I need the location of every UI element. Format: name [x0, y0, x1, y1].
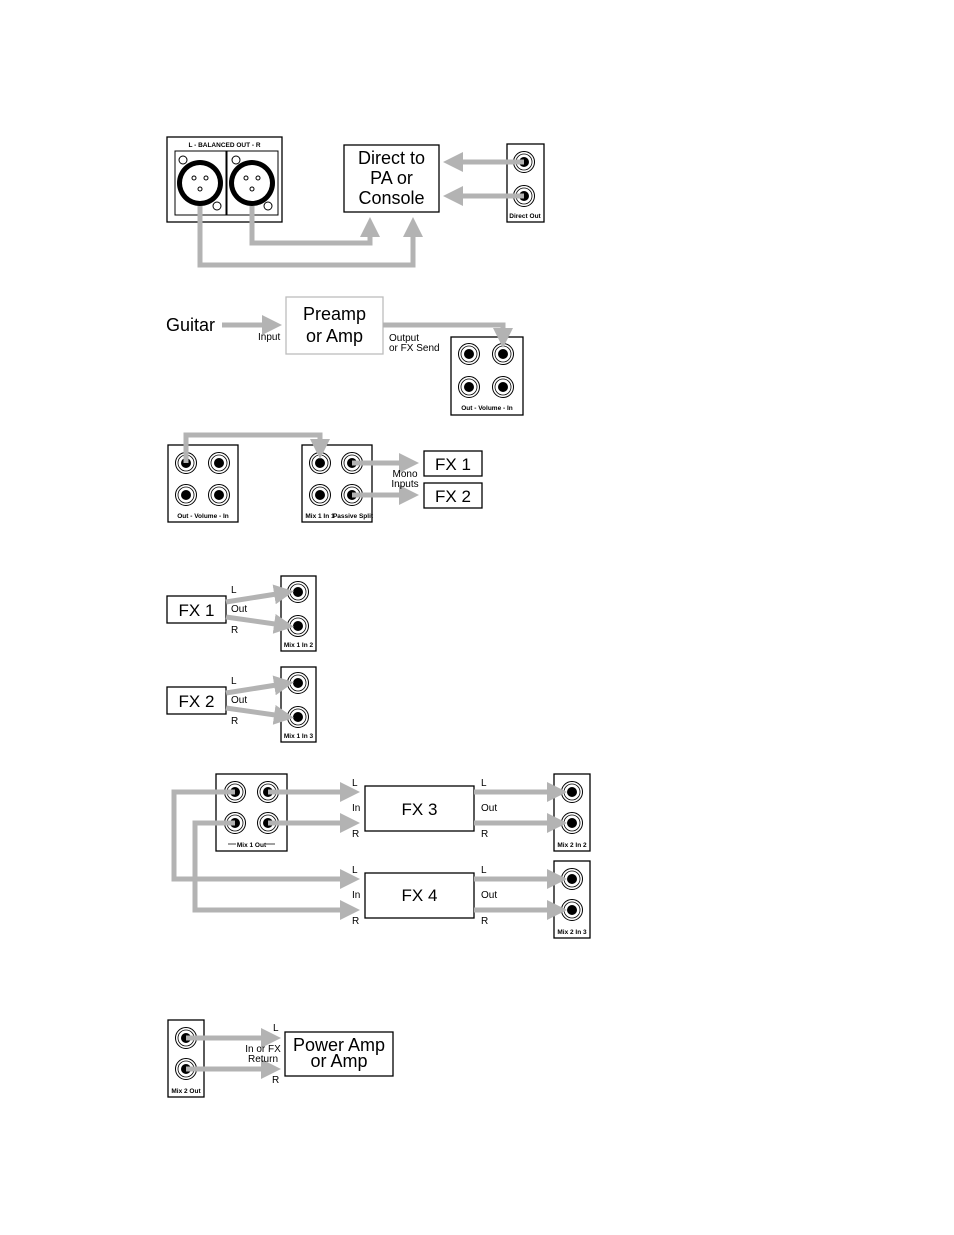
- mix2-in2-jack-r: [561, 812, 583, 834]
- output-label-2: or FX Send: [389, 343, 440, 354]
- volume-jack-out-bottom: [458, 376, 480, 398]
- balanced-out-label: L - BALANCED OUT - R: [188, 142, 260, 149]
- mix1-out-label: Mix 1 Out: [237, 842, 267, 849]
- fx4-out-l-label: L: [481, 865, 487, 876]
- power-amp-line-2: or Amp: [310, 1051, 367, 1071]
- amp-r-label: R: [272, 1075, 279, 1086]
- volume-jack-out-top: [458, 343, 480, 365]
- fx4-box: [364, 872, 475, 919]
- fx1-label-s4: FX 1: [179, 601, 215, 620]
- fx2-box-s3: [423, 482, 483, 509]
- direct-to-pa-box: [343, 144, 440, 213]
- left-panel-jack-3: [175, 484, 197, 506]
- direct-out-label: Direct Out: [509, 213, 541, 220]
- section-preamp: Guitar Input Preamp or Amp Output or FX …: [166, 296, 524, 416]
- preamp-line-2: or Amp: [306, 326, 363, 346]
- wire-volume-to-mix: [183, 432, 330, 463]
- wire-output-to-volume: [383, 322, 513, 348]
- volume-panel-label: Out - Volume - In: [461, 405, 513, 412]
- xlr-left-connector: [174, 150, 227, 216]
- fx3-label: FX 3: [402, 800, 438, 819]
- mix1-in3-jack-r: [287, 706, 309, 728]
- fx4-in-r-label: R: [352, 916, 359, 927]
- fx1-l-label: L: [231, 585, 237, 596]
- fx3-in-l-label: L: [352, 778, 358, 789]
- mix1-in3-jack-l: [287, 672, 309, 694]
- wire-mix-to-fx4-r: [192, 820, 360, 920]
- direct-to-pa-line-3: Console: [358, 188, 424, 208]
- preamp-box: [285, 296, 384, 355]
- mix2-in2-jack-l: [561, 781, 583, 803]
- mix1-in2-jack-r: [287, 615, 309, 637]
- fx2-label-s4: FX 2: [179, 692, 215, 711]
- fx1-label-s3: FX 1: [435, 455, 471, 474]
- direct-to-pa-line-1: Direct to: [358, 148, 425, 168]
- section-passive-split: Out - Volume - In Mix 1 In 1 Passive Spl…: [167, 432, 483, 523]
- mix2-in3-jack-l: [561, 868, 583, 890]
- mix1-out-label-bg: [236, 840, 266, 848]
- mix1-in3-label: Mix 1 In 3: [284, 733, 314, 740]
- guitar-label: Guitar: [166, 315, 215, 335]
- volume-jack-in-bottom: [492, 376, 514, 398]
- fx3-in-r-label: R: [352, 829, 359, 840]
- fx4-label: FX 4: [402, 886, 438, 905]
- power-amp-box: [284, 1031, 394, 1077]
- fx2-label-s3: FX 2: [435, 487, 471, 506]
- fx2-r-label: R: [231, 716, 238, 727]
- wire-fx2-l: [225, 675, 294, 696]
- fx4-in-label: In: [352, 890, 360, 901]
- direct-to-pa-line-2: PA or: [370, 168, 413, 188]
- fx3-out-r-label: R: [481, 829, 488, 840]
- fx2-out-label: Out: [231, 695, 247, 706]
- fx4-out-r-label: R: [481, 916, 488, 927]
- wire-fx2-r: [225, 704, 294, 725]
- fx3-in-label: In: [352, 803, 360, 814]
- mix1-in1-jack-top: [309, 452, 331, 474]
- mix1-in2-jack-l: [287, 581, 309, 603]
- amp-in-label-1: In or FX: [245, 1044, 281, 1055]
- wire-fx1-l: [225, 584, 294, 605]
- mix2-in3-jack-r: [561, 899, 583, 921]
- mono-label-2: Inputs: [391, 479, 418, 490]
- section-mix-out-fx: Mix 1 Out FX 3 L In R L Out R FX 4 L In …: [171, 773, 591, 939]
- fx1-r-label: R: [231, 625, 238, 636]
- preamp-line-1: Preamp: [303, 304, 366, 324]
- output-label-1: Output: [389, 333, 419, 344]
- section-direct-out: L - BALANCED OUT - R Direct to PA or Con…: [166, 136, 545, 268]
- fx4-in-l-label: L: [352, 865, 358, 876]
- fx3-box: [364, 785, 475, 832]
- fx4-out-label: Out: [481, 890, 497, 901]
- mix2-out-label: Mix 2 Out: [171, 1088, 201, 1095]
- input-label: Input: [258, 332, 280, 343]
- wire-xlr-left: [197, 206, 423, 268]
- volume-jack-in-top: [492, 343, 514, 365]
- fx3-out-label: Out: [481, 803, 497, 814]
- wire-fx1-r: [225, 613, 294, 634]
- mono-label-1: Mono: [392, 469, 417, 480]
- section-power-amp: Mix 2 Out L In or FX Return R Power Amp …: [167, 1019, 394, 1098]
- passive-split-label: Passive Split: [333, 513, 374, 520]
- left-panel-jack-2: [208, 452, 230, 474]
- xlr-right-connector: [226, 150, 279, 216]
- fx2-box-s4: [166, 686, 227, 715]
- fx2-l-label: L: [231, 676, 237, 687]
- mix1-in2-label: Mix 1 In 2: [284, 642, 314, 649]
- mix1-in1-jack-bottom: [309, 484, 331, 506]
- left-panel-jack-4: [208, 484, 230, 506]
- mix2-in2-label: Mix 2 In 2: [557, 842, 587, 849]
- power-amp-line-1: Power Amp: [293, 1035, 385, 1055]
- section-fx-returns: FX 1 L Out R Mix 1 In 2 FX 2 L Out R Mix…: [166, 575, 317, 743]
- mix2-in3-label: Mix 2 In 3: [557, 929, 587, 936]
- fx3-out-l-label: L: [481, 778, 487, 789]
- fx1-box-s4: [166, 595, 227, 624]
- mix1-in1-label: Mix 1 In 1: [305, 513, 335, 520]
- fx1-box-s3: [423, 450, 483, 477]
- amp-in-label-2: Return: [248, 1054, 278, 1065]
- left-panel-label: Out - Volume - In: [177, 513, 229, 520]
- wire-mix-to-fx4-l: [171, 789, 360, 889]
- fx1-out-label: Out: [231, 604, 247, 615]
- wire-xlr-right: [249, 206, 380, 246]
- amp-l-label: L: [273, 1023, 279, 1034]
